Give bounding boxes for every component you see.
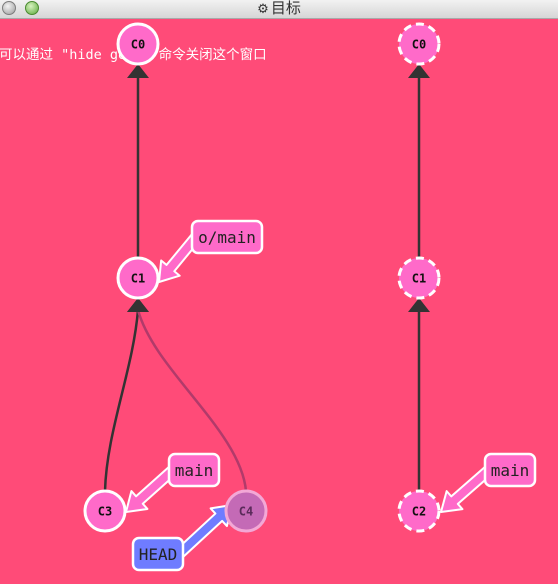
ref-label-left-o-main: o/main (198, 228, 256, 247)
window-close-button[interactable] (2, 1, 16, 15)
commit-node-left-c4[interactable] (224, 489, 268, 533)
commit-node-left-c3[interactable] (83, 489, 127, 533)
commit-label-left-c3: C3 (98, 505, 112, 519)
commit-node-left-c1[interactable] (116, 256, 160, 300)
commit-node-left-c0[interactable] (116, 22, 160, 66)
ref-box-right-main[interactable] (483, 452, 537, 488)
window-zoom-button[interactable] (25, 1, 39, 15)
window-title: ⚙目标 (0, 0, 558, 19)
edge-left-c3-to-c1 (103, 309, 140, 492)
commit-label-right-c2: C2 (412, 505, 426, 519)
commit-node-right-c1[interactable] (397, 256, 441, 300)
edges-layer (103, 64, 430, 492)
window-titlebar: ⚙目标 (0, 0, 558, 19)
commit-label-right-c1: C1 (412, 272, 426, 286)
commit-node-right-c0[interactable] (397, 22, 441, 66)
commit-node-right-c2[interactable] (397, 489, 441, 533)
edge-arrowhead-left-c1-to-c0 (127, 64, 149, 78)
ref-box-left-o-main[interactable] (190, 219, 264, 255)
ref-label-left-main: main (175, 461, 214, 480)
commit-label-right-c0: C0 (412, 38, 426, 52)
edge-arrowhead-right-c1-to-c0 (408, 64, 430, 78)
commit-label-left-c4: C4 (239, 505, 253, 519)
ref-box-left-head[interactable] (131, 536, 185, 572)
gear-icon[interactable]: ⚙ (257, 2, 269, 17)
edge-arrowhead-left-c4-to-c1 (127, 298, 149, 312)
commit-label-left-c1: C1 (131, 272, 145, 286)
window-title-text: 目标 (270, 0, 301, 17)
ref-label-left-head: HEAD (139, 545, 178, 564)
commit-label-left-c0: C0 (131, 38, 145, 52)
ref-box-left-main[interactable] (167, 452, 221, 488)
edge-arrowhead-right-c2-to-c1 (408, 298, 430, 312)
edge-left-c4-to-c1 (136, 309, 248, 492)
ref-label-right-main: main (491, 461, 530, 480)
